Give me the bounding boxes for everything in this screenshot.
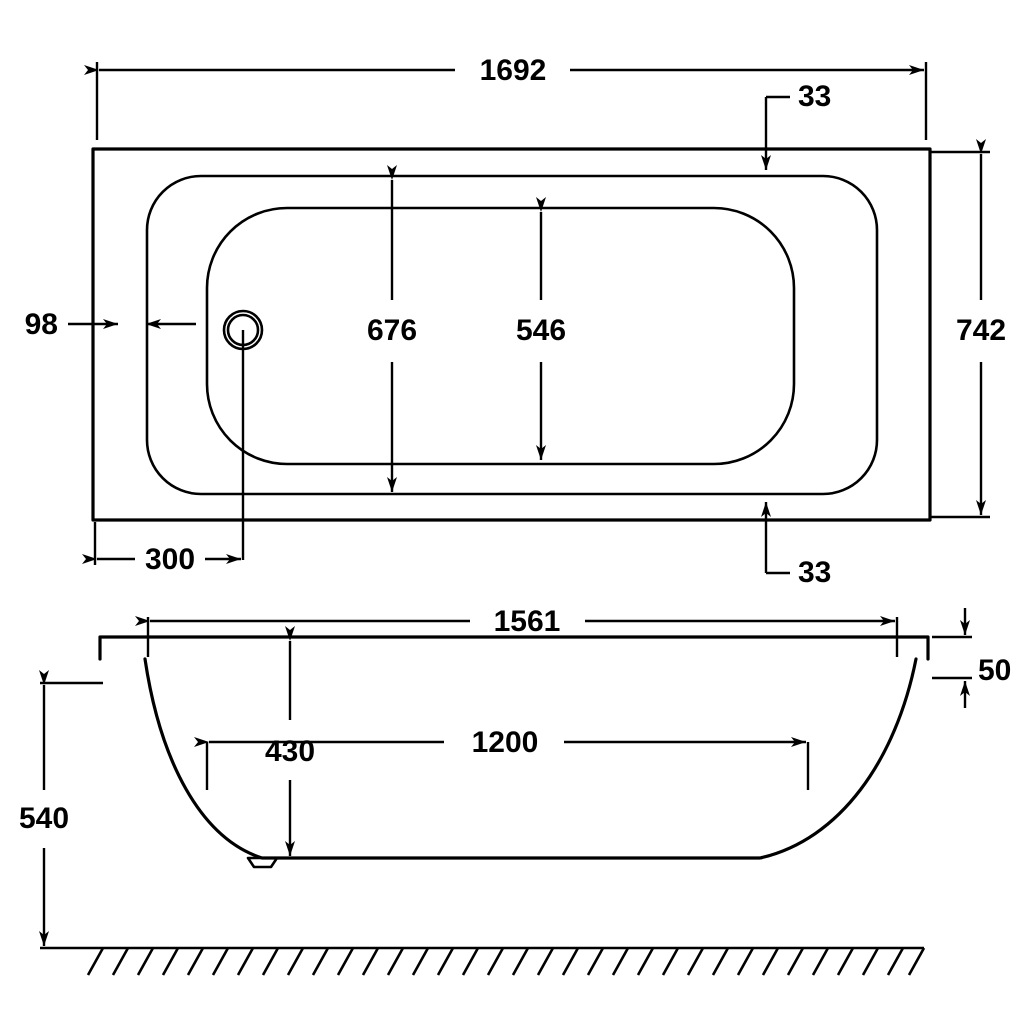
plan-rim-outline [145, 174, 879, 496]
dim-label-rim-thickness: 50 [978, 654, 1011, 687]
dim-overall-width: 742 [930, 139, 1006, 519]
plan-outer-body [91, 147, 932, 522]
dim-label-inner-width-foot-end: 546 [516, 314, 566, 347]
plan-view: 1692 33 33 742 676 [25, 54, 1006, 589]
dim-rim-length: 1561 [135, 605, 899, 657]
elevation-view: 1561 50 430 1200 [19, 605, 1011, 976]
dim-drain-from-end: 300 [82, 522, 241, 576]
dim-rim-offset-top: 33 [761, 80, 831, 170]
dim-label-overall-width: 742 [956, 314, 1006, 347]
waste-outlet-tab [246, 856, 279, 869]
dim-overall-height: 540 [19, 670, 103, 950]
dim-base-flat-length: 1200 [194, 726, 810, 790]
elevation-body-profile [143, 657, 918, 860]
elevation-rim-top [98, 635, 930, 661]
plan-basin-outline [205, 206, 796, 466]
dim-rim-thickness: 50 [932, 608, 1011, 708]
dim-wall-thickness: 98 [25, 308, 196, 341]
dim-label-base-flat-length: 1200 [472, 726, 539, 759]
dim-inner-width-drain-end: 676 [367, 165, 417, 492]
dim-inner-width-foot-end: 546 [516, 197, 566, 460]
dim-label-rim-offset-bottom: 33 [798, 556, 831, 589]
dim-label-inner-width-drain-end: 676 [367, 314, 417, 347]
dim-label-rim-length: 1561 [494, 605, 561, 638]
dim-overall-length: 1692 [84, 54, 928, 140]
dim-label-internal-depth: 430 [265, 735, 315, 768]
dim-label-wall-thickness: 98 [25, 308, 58, 341]
dim-rim-offset-bottom: 33 [761, 502, 831, 589]
dim-internal-depth: 430 [265, 626, 315, 856]
dim-label-rim-offset-top: 33 [798, 80, 831, 113]
dim-label-overall-length: 1692 [480, 54, 547, 87]
dim-label-overall-height: 540 [19, 802, 69, 835]
floor-hatch [86, 946, 926, 976]
dim-label-drain-from-end: 300 [145, 543, 195, 576]
